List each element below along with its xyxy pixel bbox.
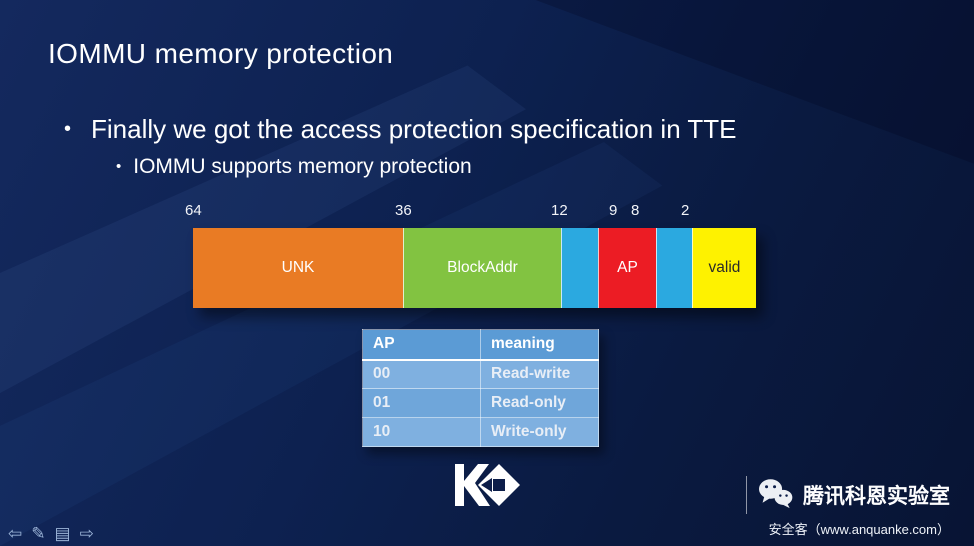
brand-row: 腾讯科恩实验室 bbox=[746, 476, 950, 514]
bitfield-segment-valid: valid bbox=[692, 228, 756, 308]
bit-label: 2 bbox=[681, 202, 690, 219]
segment-label: BlockAddr bbox=[447, 259, 518, 276]
bitfield-bar: UNK BlockAddr AP valid bbox=[193, 228, 756, 308]
bitfield-diagram: 64 36 12 9 8 2 UNK BlockAddr AP v bbox=[185, 202, 756, 308]
bit-label: 9 bbox=[609, 202, 618, 219]
back-arrow-icon[interactable]: ⇦ bbox=[8, 524, 23, 543]
table-cell: Read-only bbox=[480, 388, 599, 418]
page-title: IOMMU memory protection bbox=[48, 38, 394, 69]
keen-lab-logo-icon bbox=[451, 461, 523, 514]
pen-icon[interactable]: ✎ bbox=[31, 524, 46, 543]
table-cell: 00 bbox=[362, 359, 481, 389]
brand-name: 腾讯科恩实验室 bbox=[803, 485, 950, 508]
bullet-main: Finally we got the access protection spe… bbox=[64, 114, 737, 145]
segment-label: UNK bbox=[281, 259, 315, 276]
table-cell: 10 bbox=[362, 417, 481, 447]
table-cell: 01 bbox=[362, 388, 481, 418]
bullet-icon bbox=[116, 155, 133, 179]
table-row: 10 Write-only bbox=[362, 417, 599, 447]
bitfield-segment-ap: AP bbox=[598, 228, 656, 308]
bit-label: 64 bbox=[185, 202, 202, 219]
bit-label: 36 bbox=[395, 202, 412, 219]
table-header-meaning: meaning bbox=[480, 329, 599, 361]
bitfield-segment-unk: UNK bbox=[193, 228, 403, 308]
bit-label: 8 bbox=[631, 202, 640, 219]
bitfield-segment-reserved-1 bbox=[561, 228, 598, 308]
source-credit: 安全客（www.anquanke.com） bbox=[768, 522, 950, 537]
bitfield-segment-blockaddr: BlockAddr bbox=[403, 228, 561, 308]
footer: 腾讯科恩实验室 安全客（www.anquanke.com） bbox=[746, 476, 950, 538]
bitfield-labels: 64 36 12 9 8 2 bbox=[185, 202, 756, 228]
bullet-icon bbox=[64, 114, 91, 145]
bullet-sub-text: IOMMU supports memory protection bbox=[133, 155, 472, 178]
ap-meaning-table: AP meaning 00 Read-write 01 Read-only 10… bbox=[362, 329, 599, 447]
table-header-row: AP meaning bbox=[362, 329, 599, 361]
bit-label: 12 bbox=[551, 202, 568, 219]
wechat-icon bbox=[757, 477, 793, 514]
table-cell: Write-only bbox=[480, 417, 599, 447]
bullet-main-text: Finally we got the access protection spe… bbox=[91, 114, 737, 144]
table-cell: Read-write bbox=[480, 359, 599, 389]
bullet-sub: IOMMU supports memory protection bbox=[116, 155, 472, 179]
table-row: 00 Read-write bbox=[362, 359, 599, 389]
notes-icon[interactable]: ▤ bbox=[54, 524, 71, 543]
bitfield-segment-reserved-2 bbox=[656, 228, 692, 308]
segment-label: valid bbox=[708, 259, 741, 276]
segment-label: AP bbox=[617, 259, 638, 276]
table-header-ap: AP bbox=[362, 329, 481, 361]
forward-arrow-icon[interactable]: ⇨ bbox=[79, 524, 94, 543]
presenter-controls: ⇦ ✎ ▤ ⇨ bbox=[8, 525, 94, 542]
divider bbox=[746, 476, 747, 514]
table-row: 01 Read-only bbox=[362, 388, 599, 418]
